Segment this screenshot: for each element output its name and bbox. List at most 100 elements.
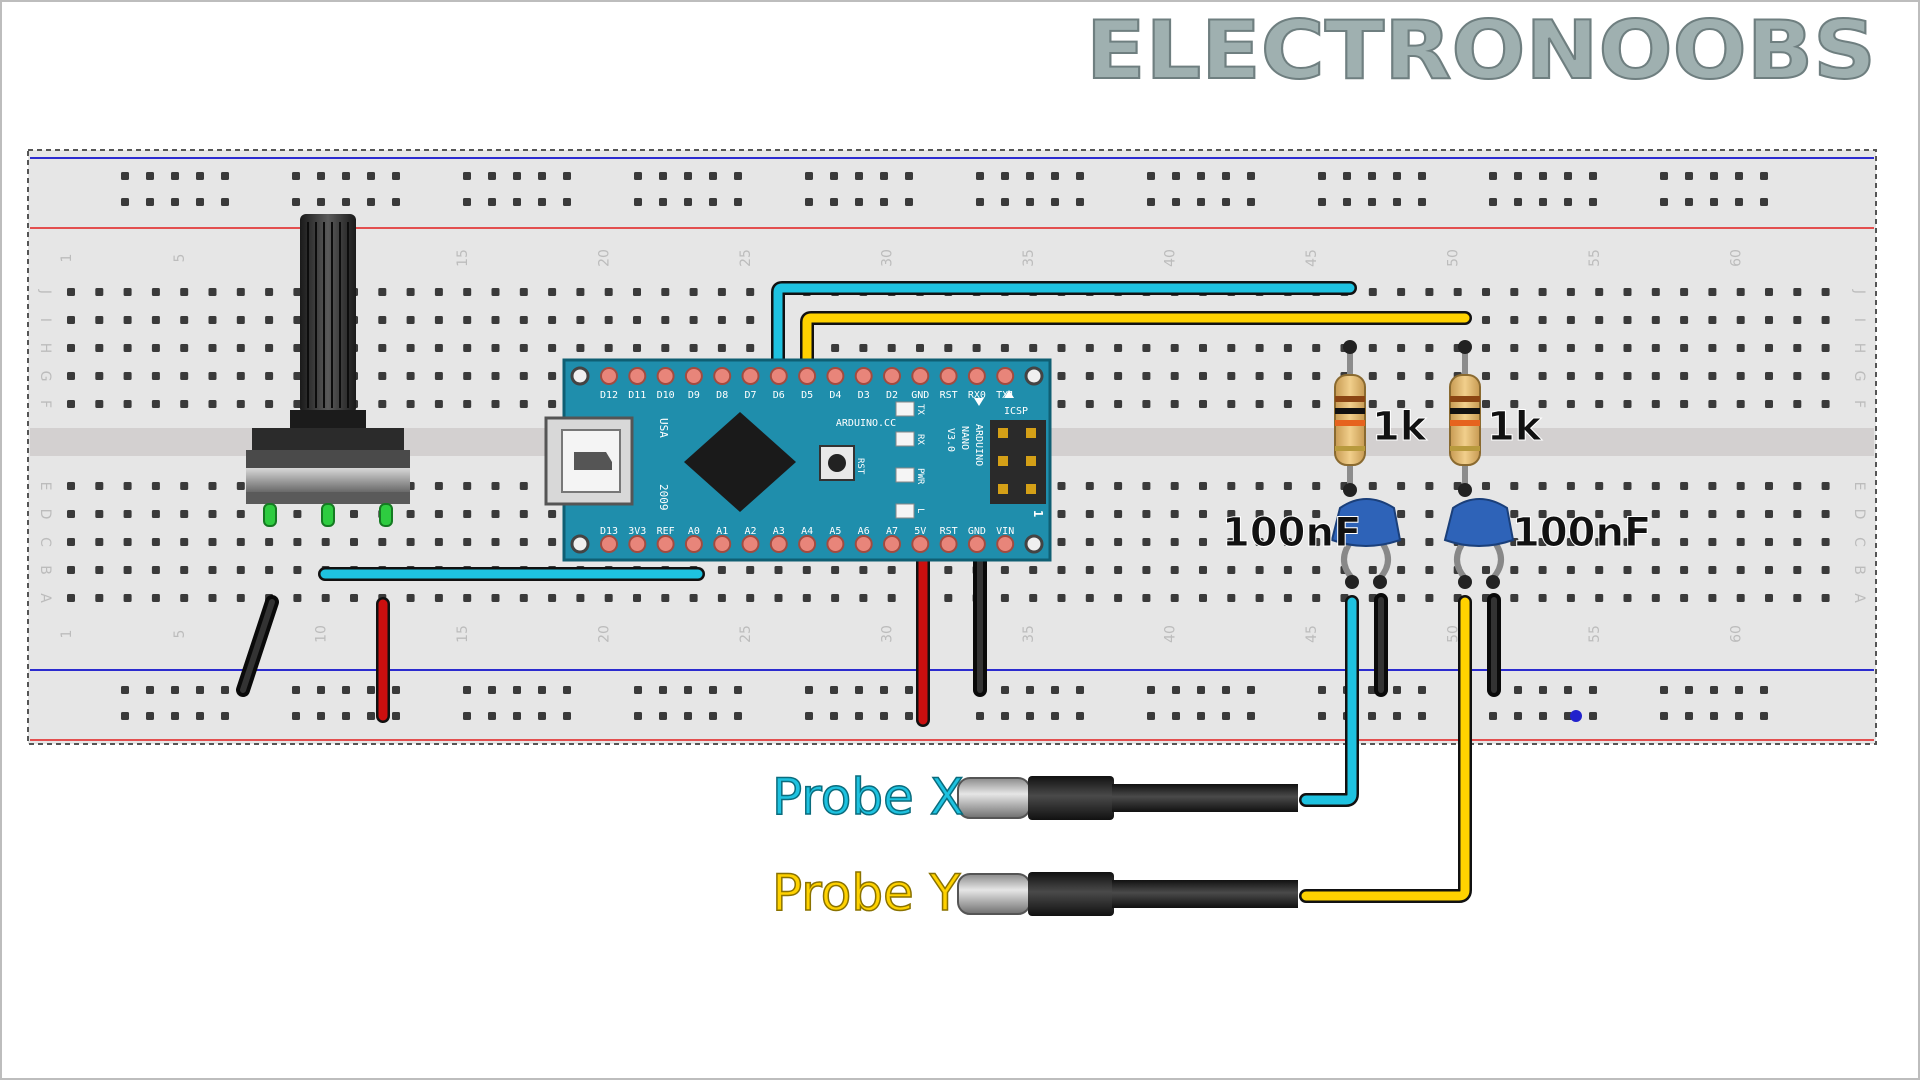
breadboard-hole (236, 482, 245, 490)
rail-hole (121, 198, 129, 206)
rail-hole (146, 712, 154, 720)
breadboard-hole (604, 594, 613, 602)
nano-pin (600, 535, 618, 553)
rail-hole (1760, 198, 1768, 206)
rail-hole (342, 172, 350, 180)
breadboard-hole (1595, 316, 1604, 324)
breadboard-hole (293, 510, 302, 518)
rail-hole (1026, 198, 1034, 206)
breadboard-hole (1765, 594, 1773, 602)
rail-hole (1343, 172, 1351, 180)
nano-pin-label: D5 (801, 390, 813, 401)
rail-hole (1368, 172, 1376, 180)
breadboard-hole (1793, 344, 1802, 352)
marker-dot (1570, 710, 1582, 722)
rail-hole (1247, 198, 1255, 206)
breadboard-hole (1114, 566, 1123, 574)
breadboard-hole (1482, 566, 1490, 574)
electronoobs-logo: ELECTRONOOBS (1085, 3, 1877, 98)
breadboard-hole (95, 288, 104, 296)
breadboard-hole (1765, 400, 1773, 408)
reset-button (819, 445, 855, 481)
breadboard-hole (1765, 566, 1773, 574)
breadboard-hole (1368, 482, 1377, 490)
column-number: 35 (1021, 625, 1037, 643)
nano-model-line2: NANO (959, 426, 970, 450)
rail-hole (1710, 172, 1718, 180)
breadboard-hole (916, 344, 924, 352)
rail-hole (684, 686, 692, 694)
rail-hole (1147, 172, 1155, 180)
breadboard-hole (1538, 538, 1547, 546)
pot-nut (290, 410, 366, 430)
row-letter: H (37, 343, 53, 354)
breadboard-hole (123, 400, 132, 408)
rail-hole (1001, 172, 1009, 180)
breadboard-hole (67, 510, 75, 518)
breadboard-hole (859, 594, 868, 602)
breadboard-hole (95, 538, 104, 546)
breadboard-hole (463, 288, 472, 296)
breadboard-hole (1312, 400, 1321, 408)
rail-hole (1489, 172, 1497, 180)
breadboard-hole (1283, 538, 1292, 546)
column-number: 15 (455, 625, 471, 643)
breadboard-hole (1368, 288, 1377, 296)
breadboard-hole (208, 344, 217, 352)
rail-hole (488, 712, 496, 720)
rail-hole (292, 712, 300, 720)
breadboard-hole (463, 400, 472, 408)
breadboard-hole (1114, 372, 1123, 380)
breadboard-hole (1651, 288, 1660, 296)
breadboard-hole (1142, 538, 1151, 546)
rail-hole (146, 198, 154, 206)
breadboard-hole (236, 400, 245, 408)
nano-pin-label: A3 (773, 526, 785, 537)
breadboard-hole (1510, 510, 1519, 518)
rail-hole (1489, 712, 1497, 720)
rail-hole (709, 712, 717, 720)
breadboard-hole (1510, 594, 1519, 602)
breadboard-hole (1736, 372, 1745, 380)
breadboard-hole (151, 400, 160, 408)
nano-pin-label: 5V (914, 526, 926, 537)
rail-hole (1685, 198, 1693, 206)
column-number: 1 (59, 630, 75, 639)
rail-hole (1051, 198, 1059, 206)
rail-hole (392, 712, 400, 720)
breadboard-hole (1765, 538, 1773, 546)
rail-hole (463, 686, 471, 694)
breadboard-hole (1397, 566, 1406, 574)
breadboard-hole (1085, 510, 1094, 518)
breadboard-hole (717, 344, 726, 352)
rail-hole (1710, 712, 1718, 720)
breadboard-hole (293, 400, 302, 408)
breadboard-hole (180, 344, 189, 352)
rail-hole (1760, 686, 1768, 694)
breadboard-hole (1397, 400, 1406, 408)
breadboard-hole (1765, 482, 1773, 490)
breadboard-hole (1170, 566, 1179, 574)
breadboard-hole (1821, 510, 1830, 518)
probe-x-cable (1112, 784, 1298, 812)
microcontroller-chip (684, 412, 796, 512)
nano-pin (684, 535, 703, 553)
nano-model-line1: ARDUINO (973, 424, 984, 466)
breadboard-hole (1538, 482, 1547, 490)
rail-hole (805, 198, 813, 206)
breadboard-hole (208, 594, 217, 602)
breadboard-hole (293, 316, 302, 324)
breadboard-hole (378, 400, 387, 408)
rail-hole (1026, 712, 1034, 720)
breadboard-hole (1680, 400, 1689, 408)
breadboard-hole (1397, 482, 1406, 490)
breadboard-hole (1227, 400, 1236, 408)
breadboard-hole (717, 316, 726, 324)
breadboard-hole (1114, 400, 1123, 408)
breadboard-hole (151, 316, 160, 324)
nano-pin-label: A7 (886, 526, 898, 537)
breadboard-hole (1227, 594, 1236, 602)
breadboard-hole (746, 344, 755, 352)
breadboard-hole (1538, 288, 1547, 296)
rail-hole (221, 686, 229, 694)
